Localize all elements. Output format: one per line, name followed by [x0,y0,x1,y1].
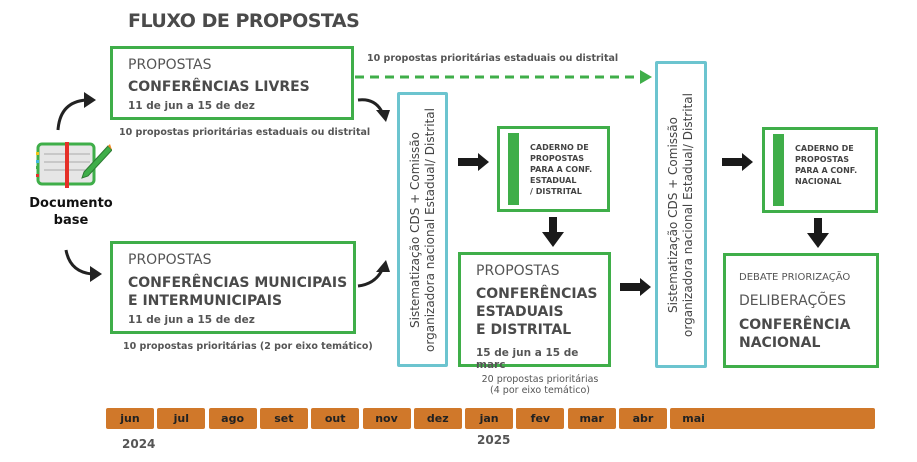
sistematizacao-box-1: Sistematização CDS + Comissão organizado… [397,92,448,367]
livres-date: 11 de jun a 15 de dez [128,100,255,112]
documento-base-line1: Documento [29,196,113,211]
municipais-name2: E INTERMUNICIPAIS [128,293,283,309]
caderno-nacional-box: CADERNO DE PROPOSTAS PARA A CONF. NACION… [762,127,878,213]
nacional-n1: CONFERÊNCIA [739,317,851,333]
curved-arrow-livres-to-sist [357,98,384,113]
municipais-name1: CONFERÊNCIAS MUNICIPAIS [128,275,348,291]
month-set: set [259,408,308,429]
conferencias-livres-box: PROPOSTAS CONFERÊNCIAS LIVRES 11 de jun … [110,46,354,120]
month-nov: nov [362,408,411,429]
month-abr: abr [619,408,667,429]
curved-arrow-to-municipais [64,249,93,276]
municipais-label: PROPOSTAS [128,252,212,268]
month-jun: jun [106,408,154,429]
documento-base-label: Documento base [22,195,120,229]
nacional-n2: NACIONAL [739,335,821,351]
sistematizacao-text-1: Sistematização CDS + Comissão organizado… [408,108,438,352]
cad-est-l1: CADERNO DE [530,143,589,152]
month-jul: jul [157,408,206,429]
debate-priorizacao: DEBATE PRIORIZAÇÃO [739,272,851,283]
cad-nac-l2: PROPOSTAS [795,155,850,164]
caderno-nacional-text: CADERNO DE PROPOSTAS PARA A CONF. NACION… [795,143,857,187]
conferencias-estaduais-box: PROPOSTAS CONFERÊNCIAS ESTADUAIS E DISTR… [458,252,611,371]
sistematizacao-box-2: Sistematização CDS + Comissão organizado… [655,61,707,368]
cad-est-l5: / DISTRITAL [530,187,582,196]
green-bar [508,133,519,205]
cad-est-l2: PROPOSTAS [530,154,585,163]
estaduais-note: 20 propostas prioritárias (4 por eixo te… [470,374,610,396]
estaduais-n1: CONFERÊNCIAS [476,286,598,302]
estaduais-note2: (4 por eixo temático) [490,385,590,396]
caderno-estadual-box: CADERNO DE PROPOSTAS PARA A CONF. ESTADU… [497,126,610,212]
sist1-line1: Sistematização CDS + Comissão [407,131,422,328]
notebook-pencil-icon [36,142,112,188]
estaduais-note1: 20 propostas prioritárias [481,374,599,385]
estaduais-name: CONFERÊNCIAS ESTADUAIS E DISTRITAL [476,285,597,339]
nacional-name: CONFERÊNCIA NACIONAL [739,316,850,352]
cad-est-l3: PARA A CONF. [530,165,593,174]
sist1-line2: organizadora nacional Estadual/ Distrita… [422,107,437,352]
year-2024: 2024 [122,437,156,451]
month-fev: fev [516,408,565,429]
cad-nac-l4: NACIONAL [795,177,842,186]
sistematizacao-text-2: Sistematização CDS + Comissão organizado… [666,93,696,337]
month-mar: mar [567,408,616,429]
cad-nac-l3: PARA A CONF. [795,166,858,175]
year-2025: 2025 [477,433,511,447]
block-arrows [458,153,829,296]
month-dez: dez [413,408,462,429]
page-title: FLUXO DE PROPOSTAS [128,10,360,32]
livres-name: CONFERÊNCIAS LIVRES [128,79,310,95]
month-ago: ago [208,408,257,429]
municipais-date: 11 de jun a 15 de dez [128,314,255,326]
deliberacoes: DELIBERAÇÕES [739,293,847,309]
conferencias-municipais-box: PROPOSTAS CONFERÊNCIAS MUNICIPAIS E INTE… [110,241,356,334]
municipais-note: 10 propostas prioritárias (2 por eixo te… [123,341,373,352]
livres-note: 10 propostas prioritárias estaduais ou d… [119,127,371,138]
estaduais-label: PROPOSTAS [476,263,560,279]
sist2-line2: organizadora nacional Estadual/ Distrita… [681,92,695,337]
estaduais-n2: ESTADUAIS [476,304,564,320]
sist2-line1: Sistematização CDS + Comissão [666,116,680,313]
conferencia-nacional-box: DEBATE PRIORIZAÇÃO DELIBERAÇÕES CONFERÊN… [723,253,879,368]
curved-arrow-to-livres [56,98,87,131]
month-mai: mai [670,408,876,429]
livres-label: PROPOSTAS [128,57,212,73]
month-jan: jan [465,408,514,429]
dashed-note: 10 propostas prioritárias estaduais ou d… [367,53,619,64]
curved-arrow-municipais-to-sist [357,269,384,288]
cad-nac-l1: CADERNO DE [795,144,854,153]
month-out: out [311,408,360,429]
caderno-estadual-text: CADERNO DE PROPOSTAS PARA A CONF. ESTADU… [530,142,592,197]
estaduais-date: 15 de jun a 15 de marc [476,347,579,371]
cad-est-l4: ESTADUAL [530,176,577,185]
green-bar [773,134,784,206]
documento-base-line2: base [53,213,89,228]
estaduais-n3: E DISTRITAL [476,322,572,338]
